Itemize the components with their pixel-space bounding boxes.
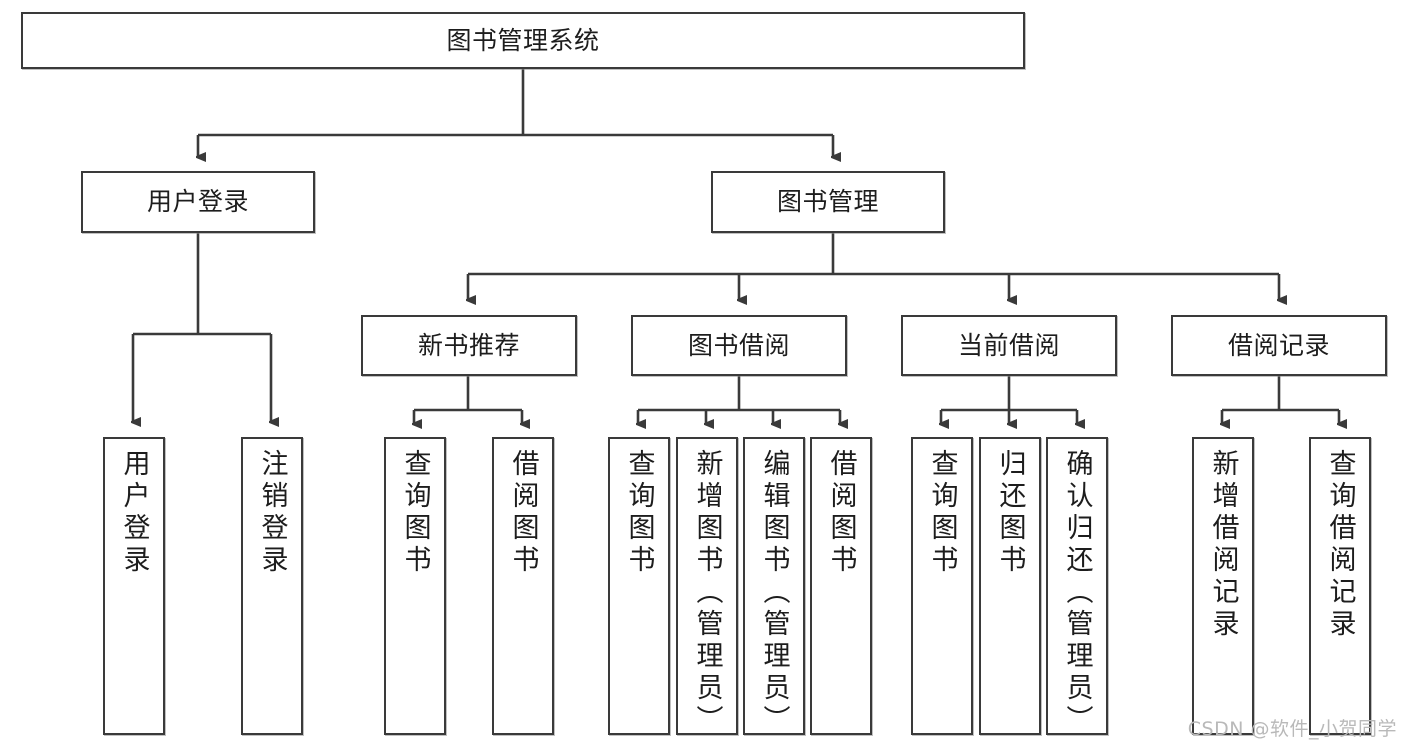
leaf-borrow-borrow-book[interactable]: 借阅图书 xyxy=(810,437,872,735)
leaf-recommend-query-book[interactable]: 查询图书 xyxy=(384,437,446,735)
node-label: 查询借阅记录 xyxy=(1324,449,1356,641)
node-label: 图书管理 xyxy=(776,187,879,217)
node-label: 图书借阅 xyxy=(687,330,790,360)
watermark-text: CSDN @软件_小贺同学 xyxy=(1187,718,1397,740)
node-book-management[interactable]: 图书管理 xyxy=(711,171,945,233)
node-label: 查询图书 xyxy=(623,449,655,577)
node-label: 注销登录 xyxy=(256,449,288,577)
node-label: 查询图书 xyxy=(926,449,958,577)
leaf-user-login[interactable]: 用户登录 xyxy=(103,437,165,735)
node-book-borrow[interactable]: 图书借阅 xyxy=(631,315,847,376)
node-new-book-recommend[interactable]: 新书推荐 xyxy=(361,315,577,376)
node-label: 当前借阅 xyxy=(957,330,1060,360)
leaf-user-logout[interactable]: 注销登录 xyxy=(241,437,303,735)
node-label: 新增图书（管理员） xyxy=(691,449,723,737)
node-label: 查询图书 xyxy=(399,449,431,577)
node-label: 编辑图书（管理员） xyxy=(758,449,790,737)
node-label: 借阅记录 xyxy=(1227,330,1330,360)
node-label: 图书管理系统 xyxy=(446,25,600,55)
leaf-recommend-borrow-book[interactable]: 借阅图书 xyxy=(492,437,554,735)
node-label: 用户登录 xyxy=(146,187,249,217)
node-label: 新增借阅记录 xyxy=(1207,449,1239,641)
leaf-current-confirm-return-admin[interactable]: 确认归还（管理员） xyxy=(1046,437,1108,737)
leaf-record-query[interactable]: 查询借阅记录 xyxy=(1309,437,1371,735)
leaf-borrow-add-book-admin[interactable]: 新增图书（管理员） xyxy=(676,437,738,737)
leaf-borrow-query-book[interactable]: 查询图书 xyxy=(608,437,670,735)
node-user-login[interactable]: 用户登录 xyxy=(81,171,315,233)
node-root-system[interactable]: 图书管理系统 xyxy=(21,12,1025,69)
leaf-record-add[interactable]: 新增借阅记录 xyxy=(1192,437,1254,735)
node-borrow-record[interactable]: 借阅记录 xyxy=(1171,315,1387,376)
leaf-borrow-edit-book-admin[interactable]: 编辑图书（管理员） xyxy=(743,437,805,737)
node-label: 借阅图书 xyxy=(825,449,857,577)
node-label: 借阅图书 xyxy=(507,449,539,577)
node-label: 确认归还（管理员） xyxy=(1061,449,1093,737)
node-label: 新书推荐 xyxy=(417,330,520,360)
node-label: 用户登录 xyxy=(118,449,150,577)
leaf-current-return-book[interactable]: 归还图书 xyxy=(979,437,1041,735)
node-current-borrow[interactable]: 当前借阅 xyxy=(901,315,1117,376)
node-label: 归还图书 xyxy=(994,449,1026,577)
leaf-current-query-book[interactable]: 查询图书 xyxy=(911,437,973,735)
